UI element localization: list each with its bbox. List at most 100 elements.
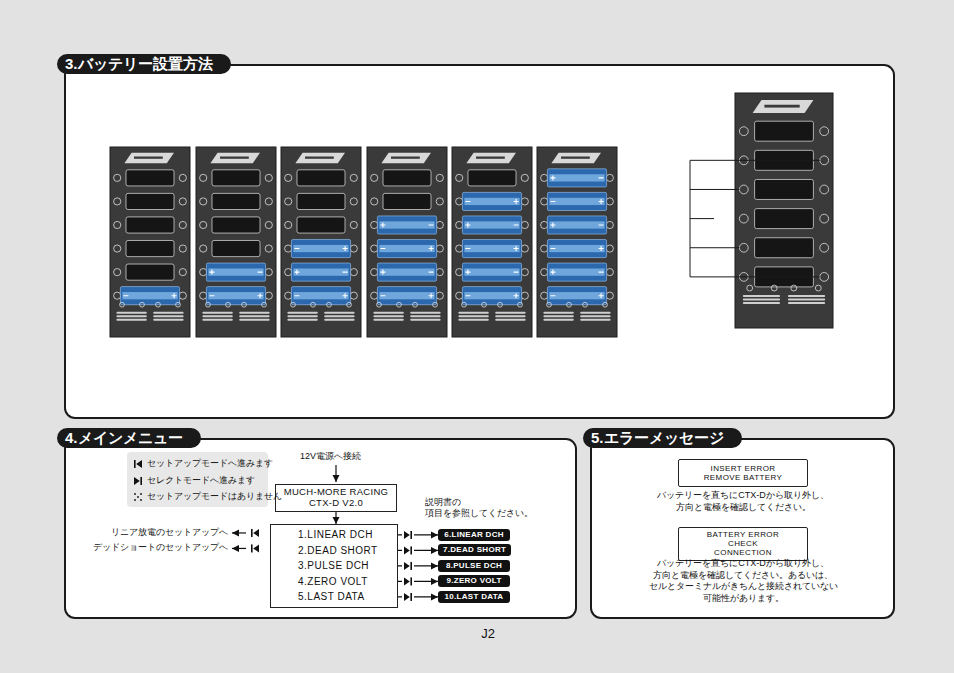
- charger-illustration: [452, 147, 532, 337]
- error-note: バッテリーを直ちにCTX-Dから取り外し、 方向と電極を確認してください。あるい…: [623, 558, 863, 605]
- battery-terminal-mark: [550, 199, 603, 204]
- battery-terminal-mark: [550, 246, 603, 251]
- slot-led: [820, 272, 829, 281]
- charger-button: [140, 302, 145, 307]
- slot-led: [606, 221, 613, 228]
- logo-stripe: [476, 157, 505, 159]
- battery-terminal-mark: [465, 270, 518, 275]
- battery: [462, 263, 521, 281]
- setup-icon-bar: [251, 529, 253, 537]
- power-note: 12V電源へ接続: [300, 451, 390, 463]
- menu-item: 2.DEAD SHORT: [298, 543, 393, 559]
- charger-vent: [324, 315, 354, 317]
- charger-logo: [381, 153, 431, 163]
- battery-terminal-mark: [294, 293, 347, 298]
- setup-icon-bar: [251, 544, 253, 552]
- slot-led: [820, 214, 829, 223]
- slot-led: [265, 269, 272, 276]
- battery: [377, 263, 436, 281]
- charger-vent: [543, 312, 573, 314]
- select-icon-triangle: [404, 546, 410, 554]
- charger-vent: [543, 315, 573, 317]
- battery-band: [549, 221, 604, 228]
- select-icon-triangle: [134, 477, 140, 485]
- charger-vent: [373, 319, 403, 321]
- menu-item: 3.PULSE DCH: [298, 558, 393, 574]
- setup-icon-bar: [134, 460, 136, 468]
- charger-logo: [295, 153, 345, 163]
- slot-led: [200, 174, 207, 181]
- slot-led: [820, 127, 829, 136]
- battery-terminal-mark: [550, 293, 603, 298]
- box-text: 10.LAST DATA: [445, 591, 504, 603]
- charger-illustration: [196, 147, 276, 337]
- slot-led: [456, 269, 463, 276]
- charger-body: [452, 147, 532, 337]
- slot-led: [456, 198, 463, 205]
- charger-body: [367, 147, 447, 337]
- charger-vent: [410, 319, 440, 321]
- battery-slot: [126, 217, 174, 233]
- charger-button: [397, 302, 402, 307]
- battery: [547, 216, 606, 234]
- battery-slot: [297, 193, 345, 209]
- icon-backing: [402, 545, 414, 555]
- slot-led: [606, 198, 613, 205]
- label-slot: バッテリーを直ちにCTX-Dから取り外し、 方向と電極を確認してください。: [623, 490, 863, 513]
- slot-led: [521, 221, 528, 228]
- slot-led: [114, 292, 121, 299]
- slot-led: [541, 174, 548, 181]
- charger-vent: [580, 319, 610, 321]
- charger-button: [226, 302, 231, 307]
- charger-vent: [580, 312, 610, 314]
- battery-slot: [755, 209, 814, 229]
- charger-body: [281, 147, 361, 337]
- battery-terminal-mark: [465, 246, 518, 251]
- battery: [547, 239, 606, 257]
- slot-led: [114, 174, 121, 181]
- slot-led: [371, 221, 378, 228]
- select-icon-bar: [410, 577, 412, 585]
- battery-band: [293, 268, 348, 275]
- charger-body: [196, 147, 276, 337]
- charger-illustration: [281, 147, 361, 337]
- setup-icon-triangle: [136, 460, 142, 468]
- battery-slot: [212, 193, 260, 209]
- box-text: INSERT ERROR REMOVE BATTERY: [701, 464, 785, 482]
- charger-button: [262, 302, 267, 307]
- slot-led: [200, 245, 207, 252]
- battery-band: [379, 245, 434, 252]
- charger-button: [327, 302, 332, 307]
- charger-button: [482, 302, 487, 307]
- battery-slot: [755, 179, 814, 199]
- charger-vent: [202, 315, 232, 317]
- charger-vent: [743, 299, 780, 301]
- slot-led: [371, 198, 378, 205]
- slot-led: [606, 245, 613, 252]
- charger-button: [815, 285, 821, 291]
- slot-led: [521, 292, 528, 299]
- charger-vent: [788, 295, 825, 297]
- battery-band: [379, 292, 434, 299]
- slot-led: [350, 269, 357, 276]
- select-icon-triangle: [404, 593, 410, 601]
- battery-band: [122, 292, 177, 299]
- setup-arrow: [232, 532, 246, 533]
- panel-ground: [64, 64, 895, 419]
- slot-led: [179, 221, 186, 228]
- icon-backing: [402, 576, 414, 586]
- reference-note: 説明書の 項目を参照してください。: [425, 497, 535, 519]
- charger-vent: [410, 315, 440, 317]
- battery: [547, 263, 606, 281]
- charger-vent: [116, 315, 146, 317]
- battery-band: [549, 245, 604, 252]
- battery-slot: [383, 170, 431, 186]
- charger-vent: [495, 319, 525, 321]
- battery-slot: [297, 217, 345, 233]
- slot-led: [606, 174, 613, 181]
- charger-vent: [202, 312, 232, 314]
- charger-vent: [743, 295, 780, 297]
- legend-box: セットアップモードへ進みますセレクトモードへ進みますセットアップモードはありませ…: [127, 452, 268, 507]
- slot-led: [179, 198, 186, 205]
